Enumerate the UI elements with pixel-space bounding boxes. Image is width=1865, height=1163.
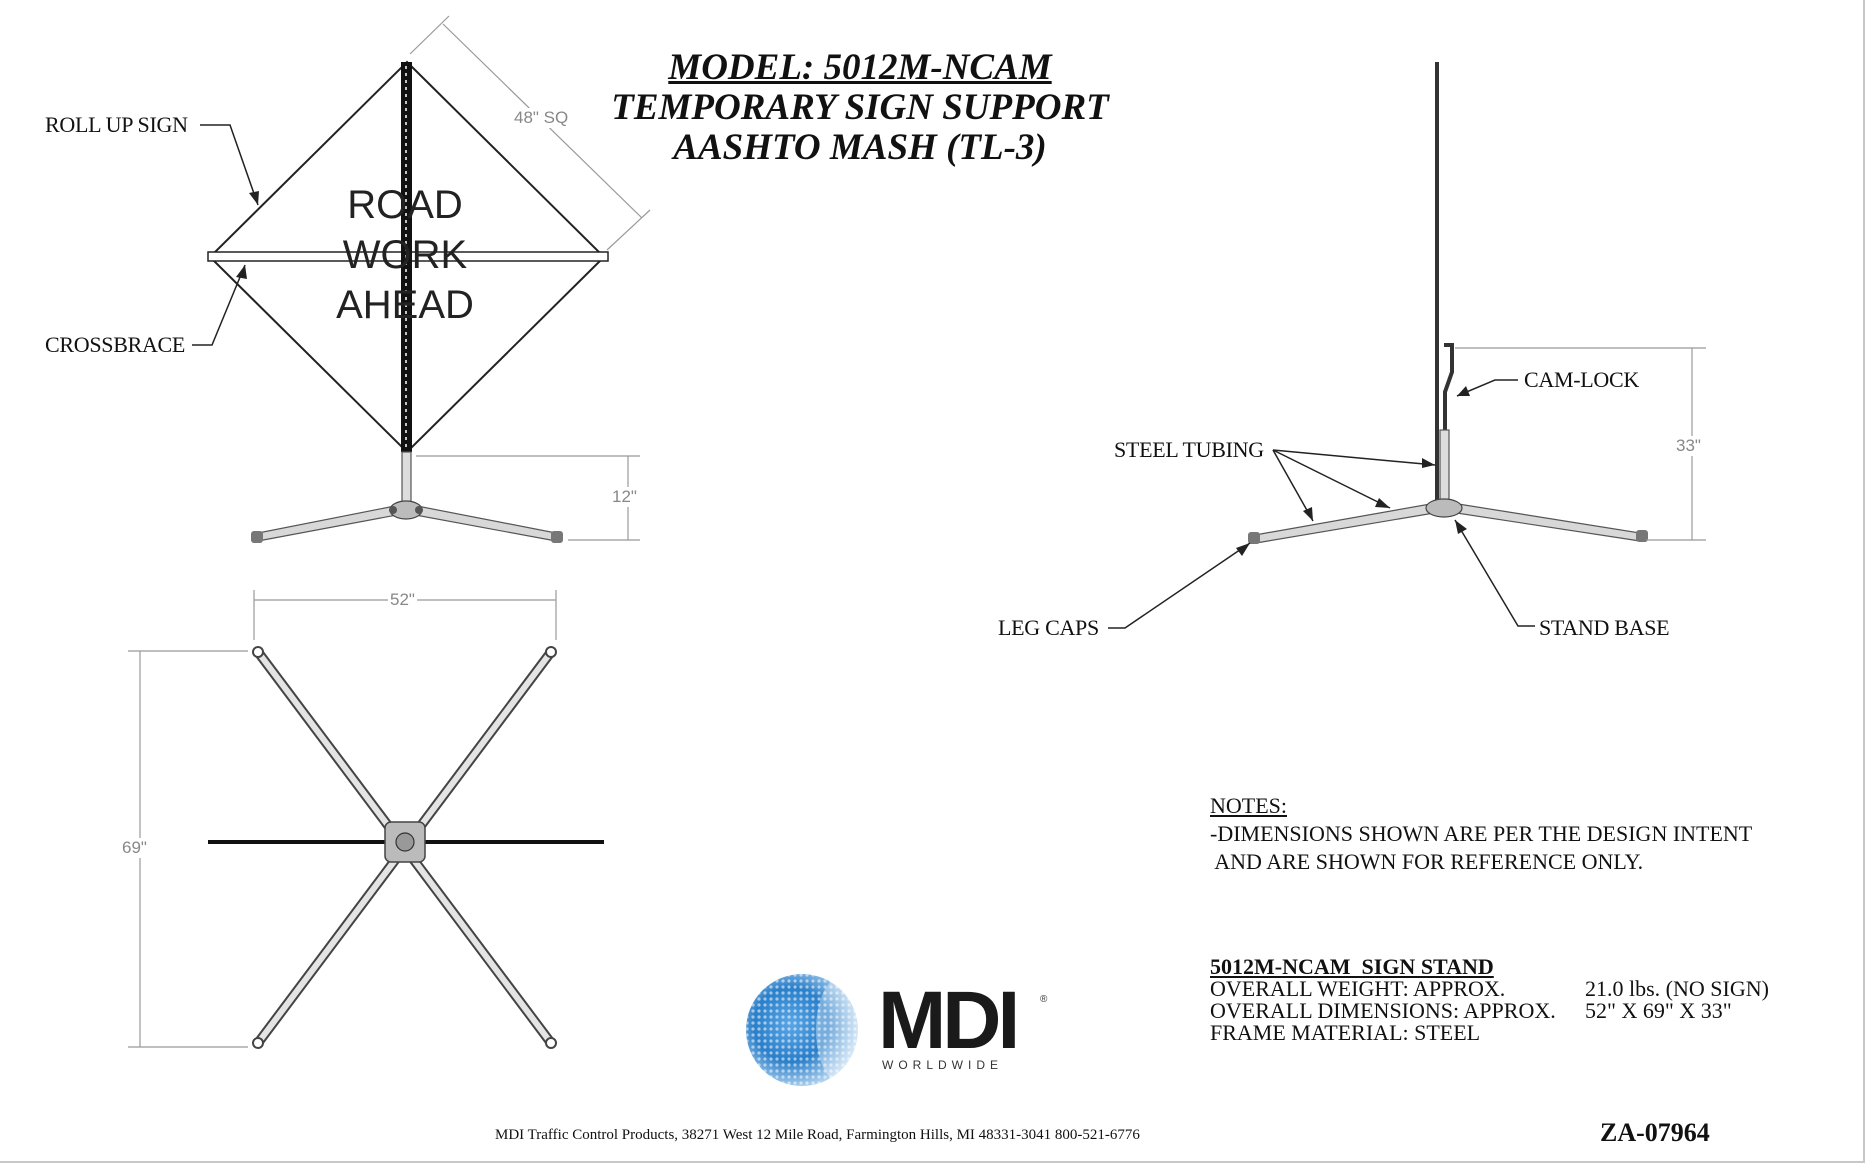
spec-key: OVERALL WEIGHT: APPROX. [1210,976,1506,1001]
notes-heading: NOTES: [1210,793,1287,818]
spec-value: 52" X 69" X 33" [1585,998,1732,1023]
top-view [128,590,604,1049]
label-steel-tubing: STEEL TUBING [1114,437,1264,462]
label-crossbrace: CROSSBRACE [45,332,186,357]
document-number: ZA-07964 [1600,1118,1710,1147]
title-line-2: TEMPORARY SIGN SUPPORT [611,87,1109,128]
right-leg [409,504,557,542]
mdi-globe-logo [746,974,864,1086]
dim-depth: 69" [120,838,149,858]
label-roll-up-sign: ROLL UP SIGN [45,112,188,137]
side-view [1108,62,1706,629]
title-line-3: AASHTO MASH (TL-3) [673,127,1047,168]
label-cam-lock: CAM-LOCK [1524,367,1639,392]
front-view [192,15,651,543]
logo-wordmark: MDI [878,975,1020,1066]
sign-word-1: ROAD [347,183,463,227]
spec-key: FRAME MATERIAL: STEEL [1210,1020,1481,1045]
label-stand-base: STAND BASE [1539,615,1670,640]
base-post [401,451,412,509]
spec-row: FRAME MATERIAL: STEEL [1210,1022,1769,1044]
notes-line-2: AND ARE SHOWN FOR REFERENCE ONLY. [1210,849,1644,874]
dim-height: 33" [1674,436,1703,456]
logo-registered-mark: ® [1040,994,1048,1005]
footer-address: MDI Traffic Control Products, 38271 West… [495,1127,1140,1143]
spec-row: OVERALL WEIGHT: APPROX. 21.0 lbs. (NO SI… [1210,978,1769,1000]
left-leg [257,504,403,542]
notes-block: NOTES: -DIMENSIONS SHOWN ARE PER THE DES… [1210,792,1752,876]
cam-lock-shape [1443,343,1454,430]
sign-word-3: AHEAD [336,283,474,327]
dim-width: 52" [388,590,417,610]
label-leg-caps: LEG CAPS [998,615,1099,640]
sign-legend: ROAD WORK AHEAD [320,180,490,330]
dim-base-height: 12" [610,487,639,507]
sign-word-2: WORK [342,233,468,277]
notes-line-1: -DIMENSIONS SHOWN ARE PER THE DESIGN INT… [1210,821,1753,846]
spec-key: OVERALL DIMENSIONS: APPROX. [1210,998,1556,1023]
drawing-title: MODEL: 5012M-NCAM TEMPORARY SIGN SUPPORT… [560,48,1160,168]
model-number: MODEL: 5012M-NCAM [668,47,1052,88]
spec-heading: 5012M-NCAM SIGN STAND [1210,954,1494,979]
dim-sign-size: 48" SQ [512,108,571,128]
spec-row: OVERALL DIMENSIONS: APPROX. 52" X 69" X … [1210,1000,1769,1022]
spec-value: 21.0 lbs. (NO SIGN) [1585,976,1769,1001]
logo-tagline: WORLDWIDE [882,1058,1003,1072]
spec-block: 5012M-NCAM SIGN STAND OVERALL WEIGHT: AP… [1210,956,1769,1044]
